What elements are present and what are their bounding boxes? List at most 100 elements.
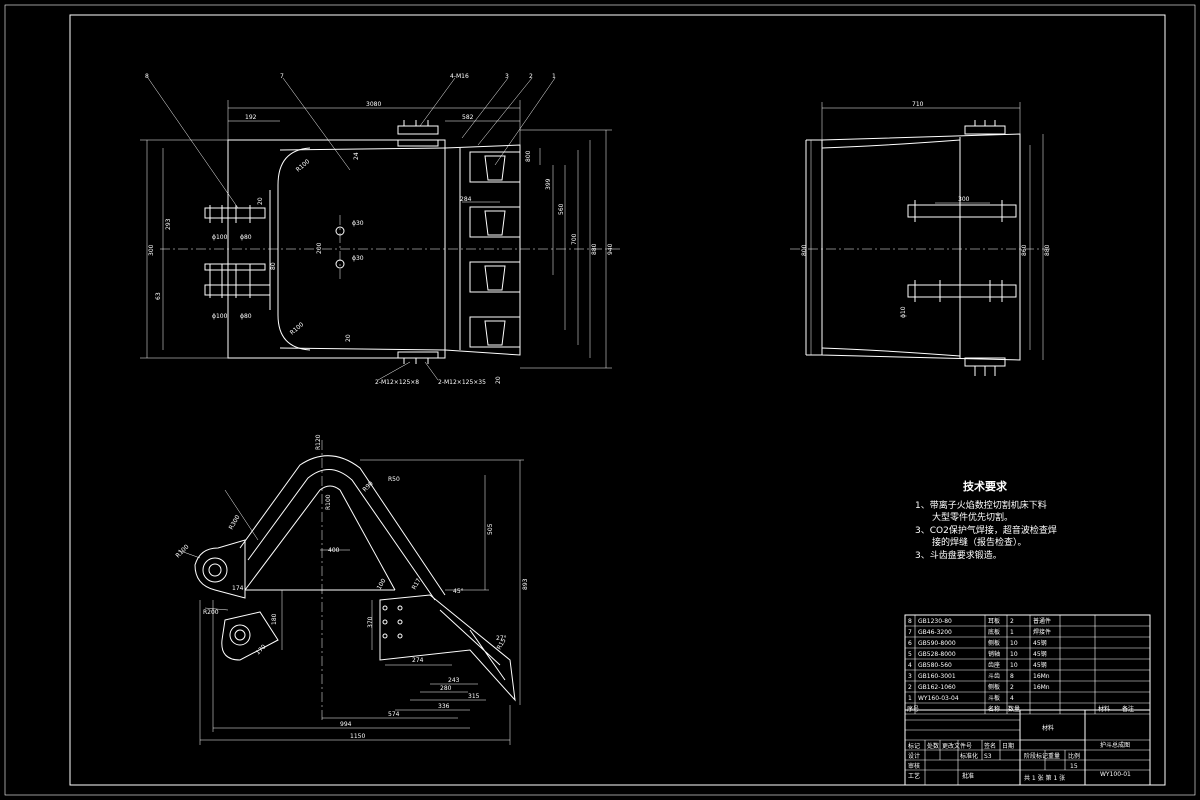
bom-row-material: 普通件 xyxy=(1033,617,1051,625)
dim-d30a: ϕ30 xyxy=(352,220,364,227)
tb-date: 日期 xyxy=(1002,742,1014,750)
bom-row-name: 齿座 xyxy=(988,661,1000,669)
bom-row-material: 45钢 xyxy=(1033,661,1047,669)
side-dim-710: 710 xyxy=(912,101,924,108)
bom-row-material: 16Mn xyxy=(1033,684,1050,691)
bom-row-material: 45钢 xyxy=(1033,650,1047,658)
tb-scale: 比例 xyxy=(1068,752,1080,760)
bom-row-no: 6 xyxy=(908,640,912,647)
bom-header-material: 材料 xyxy=(1098,705,1110,713)
tb-zone: 更改文件号 xyxy=(942,742,972,750)
fv-174: 174 xyxy=(232,585,244,592)
tb-mark: 标记 xyxy=(908,742,920,750)
tb-std: 标准化 xyxy=(960,752,978,760)
side-view-labels: 710 800 880 860 300 ϕ10 xyxy=(801,101,1051,318)
tb-process: 工艺 xyxy=(908,772,920,780)
bom-row-qty: 8 xyxy=(1010,673,1014,680)
bom-row-material: 焊接件 xyxy=(1033,628,1051,636)
tech-req-title: 技术要求 xyxy=(963,479,1008,493)
tb-material: 材料 xyxy=(1042,724,1054,732)
side-dim-800: 800 xyxy=(801,244,808,256)
tb-drawing-no: WY100-01 xyxy=(1100,771,1131,778)
outer-frame xyxy=(4,4,1196,796)
tb-stage-mark: 阶段标记 xyxy=(1024,752,1048,760)
top-view-labels: 3080 192 582 284 800 940 880 399 560 700… xyxy=(145,73,614,386)
dim-700: 700 xyxy=(571,233,578,245)
bom-row-name: 底板 xyxy=(988,628,1000,636)
bom-header-no: 序号 xyxy=(907,705,919,713)
fv-574: 574 xyxy=(388,711,400,718)
fv-r100b: R100 xyxy=(174,543,190,559)
dim-24a: 24 xyxy=(353,152,360,160)
bom-row-name: 侧板 xyxy=(988,683,1000,691)
bom-row-code: GB160-3001 xyxy=(918,673,956,680)
dim-20a: 20 xyxy=(257,197,264,205)
tech-req-2b: 接的焊缝（报告检查）。 xyxy=(932,536,1027,548)
inner-frame xyxy=(69,14,1166,786)
fv-45deg: 45° xyxy=(453,588,464,595)
fv-370: 370 xyxy=(367,616,374,628)
leader-4m16: 4-M16 xyxy=(450,73,469,80)
dim-d100b: ϕ100 xyxy=(212,313,228,320)
tech-requirements: 技术要求 1、带离子火焰数控切割机床下料 大型零件优先切割。 3、CO2保护气焊… xyxy=(915,479,1057,561)
dim-3080: 3080 xyxy=(366,101,381,108)
dim-d80b: ϕ80 xyxy=(240,313,252,320)
dim-582: 582 xyxy=(462,114,474,121)
bom-row-qty: 10 xyxy=(1010,662,1018,669)
side-dim-300: 300 xyxy=(958,196,970,203)
title-block: 材料 护斗总成图 WY100-01 标记 处数 更改文件号 签名 日期 设计 标… xyxy=(905,709,1150,785)
tb-count: 处数 xyxy=(927,742,939,750)
bom-row-qty: 4 xyxy=(1010,695,1014,702)
tech-req-1b: 大型零件优先切割。 xyxy=(932,511,1013,523)
dim-560: 560 xyxy=(558,203,565,215)
tb-weight: 重量 xyxy=(1048,752,1060,760)
fv-r300: R300 xyxy=(228,514,242,531)
bom-row-name: 侧板 xyxy=(988,639,1000,647)
tb-approve: 批准 xyxy=(962,772,974,780)
leader-8: 8 xyxy=(145,73,149,80)
fv-170: 170 xyxy=(254,643,267,656)
fv-r90: R90 xyxy=(361,480,374,493)
bom-row-qty: 2 xyxy=(1010,618,1014,625)
top-view xyxy=(140,77,620,381)
fv-400: 400 xyxy=(328,547,340,554)
side-dim-880: 880 xyxy=(1044,244,1051,256)
bom-row-qty: 10 xyxy=(1010,651,1018,658)
tech-req-1: 1、带离子火焰数控切割机床下料 xyxy=(915,499,1047,511)
dim-20b: 20 xyxy=(345,334,352,342)
fv-280: 280 xyxy=(440,685,452,692)
bom-row-code: GB1230-80 xyxy=(918,618,952,625)
fv-100: 100 xyxy=(376,577,388,591)
bom-row-no: 5 xyxy=(908,651,912,658)
dim-192: 192 xyxy=(245,114,257,121)
bom-row-code: GB162-1060 xyxy=(918,684,956,691)
bom-row-name: 销轴 xyxy=(988,650,1000,658)
fv-r100: R100 xyxy=(325,494,332,510)
dim-880: 300 xyxy=(148,244,155,256)
bom-row-qty: 2 xyxy=(1010,684,1014,691)
side-dim-d10a: ϕ10 xyxy=(900,306,907,318)
bom-row-material: 45钢 xyxy=(1033,639,1047,647)
tb-scale-val: 15 xyxy=(1070,763,1078,770)
fv-315: 315 xyxy=(468,693,480,700)
tb-part-name: 护斗总成图 xyxy=(1100,741,1130,749)
dim-880a: 880 xyxy=(591,243,598,255)
dim-m12a: 2-M12×125×8 xyxy=(375,379,419,386)
tb-sign: 签名 xyxy=(984,742,996,750)
fv-1150: 1150 xyxy=(350,733,365,740)
front-view xyxy=(177,440,524,745)
dim-r100a: R100 xyxy=(295,158,312,174)
bom-row-no: 4 xyxy=(908,662,912,669)
tb-misc1: S3 xyxy=(984,753,992,760)
fv-893: 893 xyxy=(522,578,529,590)
fv-r50: R50 xyxy=(388,476,400,483)
side-view xyxy=(790,102,1050,376)
fv-243: 243 xyxy=(448,677,460,684)
side-dim-860: 860 xyxy=(1021,244,1028,256)
dim-d80a: ϕ80 xyxy=(240,234,252,241)
dim-r100b: R100 xyxy=(289,321,306,337)
dim-293: 293 xyxy=(165,218,172,230)
fv-27deg: 27° xyxy=(496,635,507,642)
bom-row-qty: 1 xyxy=(1010,629,1014,636)
